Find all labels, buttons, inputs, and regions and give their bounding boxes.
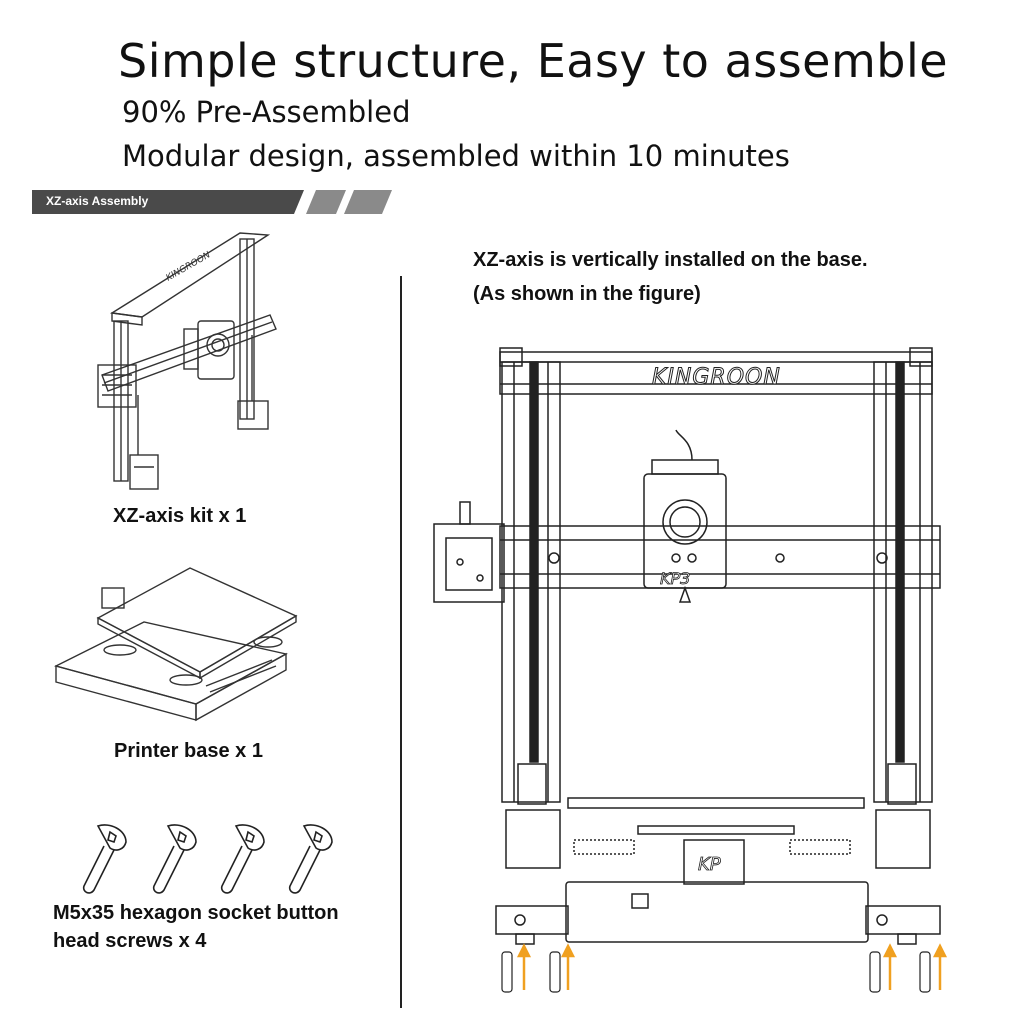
printer-brand-logo: KINGROON [652, 365, 781, 390]
screw-icon [82, 824, 127, 894]
assembled-printer-illustration: KINGROON KP3 KP [433, 347, 948, 993]
instruction-note: (As shown in the figure) [473, 283, 701, 305]
screw-icon [220, 824, 265, 894]
page-title: Simple structure, Easy to assemble [118, 34, 949, 88]
divider [400, 276, 402, 1008]
pre-assembled-subtitle: 90% Pre-Assembled [122, 95, 411, 129]
instruction-text: XZ-axis is vertically installed on the b… [473, 249, 868, 271]
screw-icon [152, 824, 197, 894]
kit-brand-logo: KINGROON [165, 250, 213, 284]
section-banner [32, 190, 392, 214]
printer-base-caption: Printer base x 1 [114, 740, 263, 762]
section-banner-label: XZ-axis Assembly [46, 194, 149, 208]
modular-design-subtitle: Modular design, assembled within 10 minu… [122, 139, 790, 173]
xz-axis-kit-caption: XZ-axis kit x 1 [113, 505, 247, 527]
printer-base-illustration [54, 567, 298, 722]
carriage-logo: KP [698, 854, 721, 875]
screws-illustration [82, 824, 333, 894]
screws-caption-line1: M5x35 hexagon socket button [53, 902, 339, 924]
screw-icon [288, 824, 333, 894]
screws-caption-line2: head screws x 4 [53, 930, 207, 952]
xz-axis-kit-illustration: KINGROON [97, 232, 277, 490]
print-head-logo: KP3 [660, 569, 690, 588]
